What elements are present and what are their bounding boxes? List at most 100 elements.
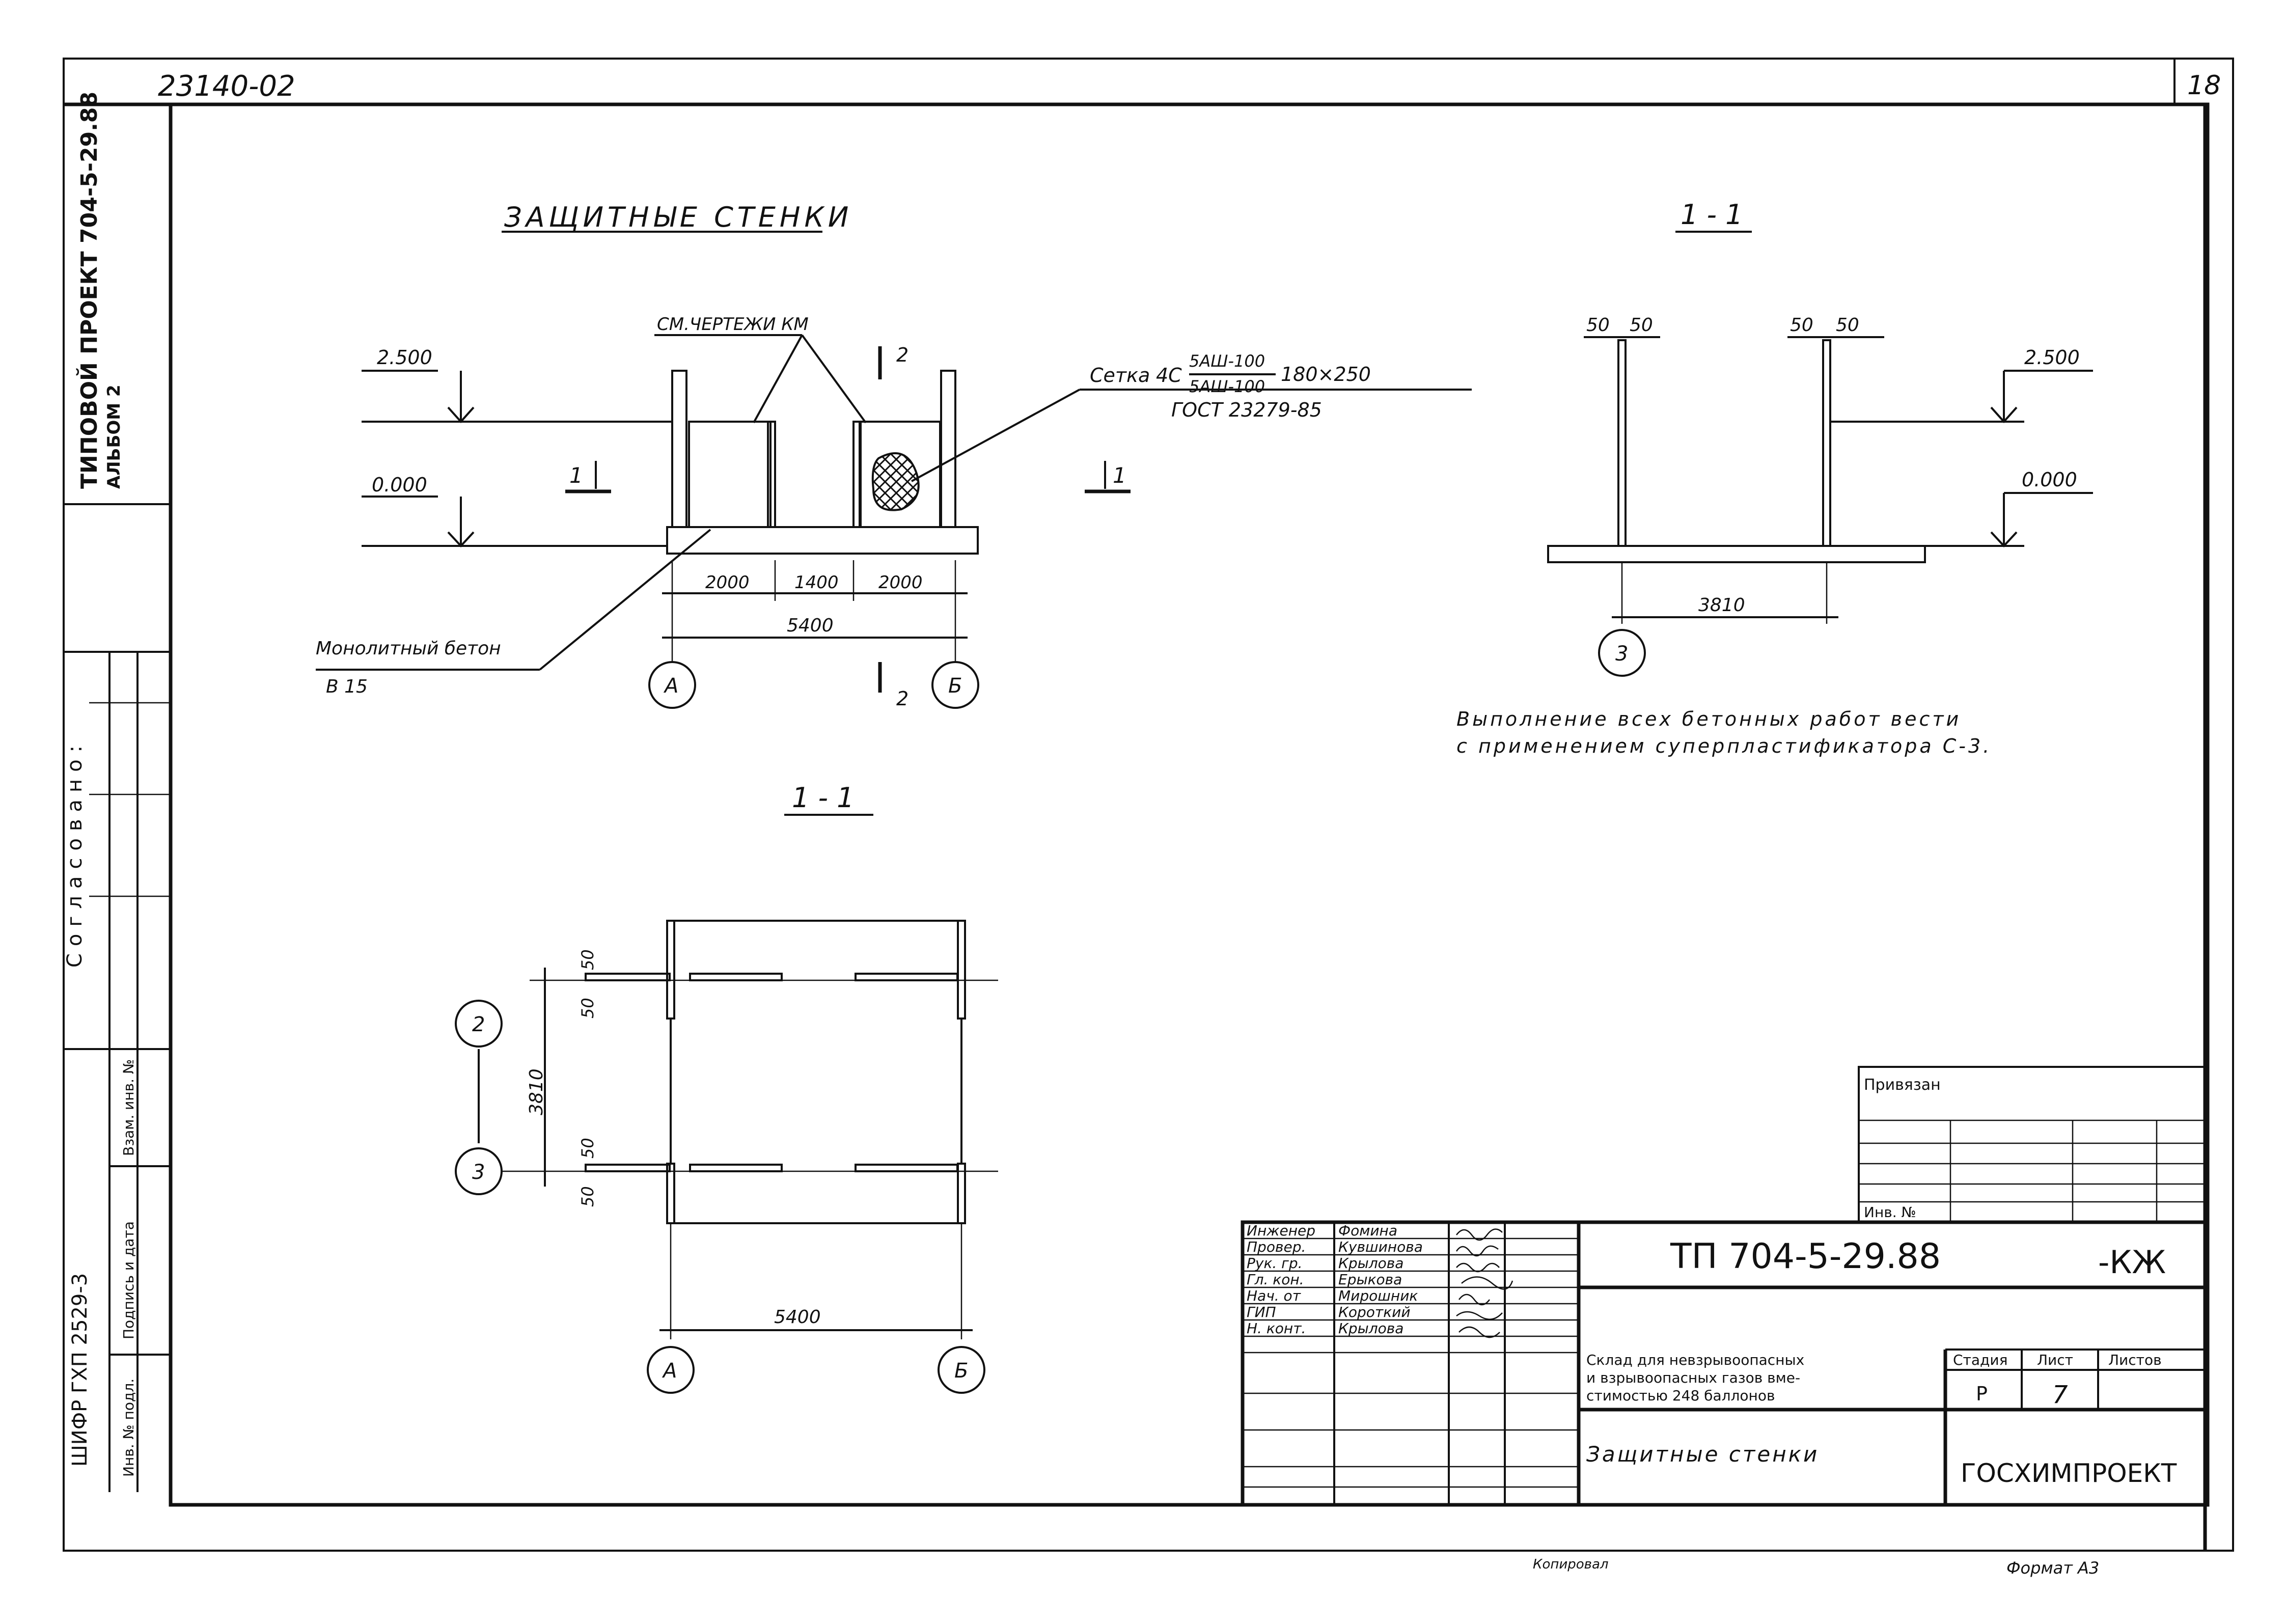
signatures [1455, 1228, 1513, 1338]
section2-bottom-label: 2 [896, 687, 909, 710]
side-project: ТИПОВОЙ ПРОЕКТ 704-5-29.88 [75, 92, 102, 489]
role-1: Инженер [1247, 1222, 1315, 1239]
sb-wall-right-upper [957, 920, 966, 1020]
dim-50-a: 50 [1586, 315, 1610, 336]
inv-no: Инв. № [1864, 1204, 1916, 1221]
name-3: Крылова [1338, 1255, 1403, 1272]
sheet-label: Лист [2037, 1352, 2073, 1368]
mesh-label: Сетка [1090, 364, 1150, 387]
ground-slab [666, 526, 979, 555]
sb-axis-2-marker [455, 1000, 503, 1048]
sb-axis-a-marker [647, 1346, 695, 1394]
sb-wall-right-lower [957, 1163, 966, 1224]
sb-panel [855, 1164, 958, 1172]
concrete-class: В 15 [326, 676, 368, 697]
sb-axis-b: Б [954, 1359, 968, 1383]
name-7: Крылова [1338, 1320, 1403, 1337]
wall-left [671, 370, 687, 528]
privyazan: Привязан [1864, 1076, 1941, 1094]
section-mark-right: 1 [1113, 463, 1126, 488]
section-right-wall-2 [1822, 339, 1831, 547]
mesh-top: 5АШ-100 [1189, 351, 1265, 371]
mesh-gost: ГОСТ 23279-85 [1171, 399, 1322, 421]
sb-dim-50-a: 50 [578, 949, 597, 970]
section-bottom: 1 - 1 50 50 50 50 3810 2 3 5400 [455, 782, 998, 1394]
km-leader-2 [801, 334, 867, 424]
name-4: Ерыкова [1338, 1271, 1402, 1288]
section-mark-left: 1 [569, 463, 583, 488]
sheets-label: Листов [2108, 1352, 2162, 1368]
outer-frame [63, 58, 2234, 1552]
sb-spacing: 3810 [526, 1068, 547, 1115]
km-leader-1 [753, 335, 803, 423]
name-5: Мирошник [1338, 1287, 1418, 1304]
sb-total-dim: 5400 [774, 1307, 821, 1328]
doc-suffix: -КЖ [2098, 1244, 2166, 1281]
sr-level-zero-arrow [1990, 531, 2018, 547]
side-cipher: ШИФР ГХП 2529-3 [68, 1273, 92, 1467]
total-dim: 5400 [787, 615, 834, 636]
sb-dim-50-b: 50 [578, 998, 597, 1019]
sheet-value: 7 [2052, 1381, 2068, 1409]
role-6: ГИП [1247, 1304, 1276, 1320]
mesh-bottom: 5АШ-100 [1189, 377, 1265, 396]
name-1: Фомина [1338, 1222, 1397, 1239]
dim-50-b: 50 [1630, 315, 1653, 336]
sr-axis-marker [1598, 629, 1646, 677]
note-line-1: Выполнение всех бетонных работ вести [1456, 708, 1961, 730]
sheet-title: Защитные стенки [1586, 1442, 1819, 1467]
axis-b-marker [931, 661, 979, 709]
role-4: Гл. кон. [1247, 1271, 1304, 1288]
axis-a: А [663, 674, 678, 698]
note-line-2: с применением суперпластификатора С-3. [1456, 735, 1992, 757]
section2-top-label: 2 [896, 344, 909, 366]
sb-dim-50-c: 50 [578, 1138, 597, 1159]
side-approved: Согласовано: [63, 738, 87, 968]
org: ГОСХИМПРОЕКТ [1961, 1458, 2177, 1488]
level-zero: 0.000 [372, 474, 427, 496]
sb-axis-2: 2 [472, 1013, 485, 1036]
sb-panel [855, 973, 958, 981]
sb-axis-b-marker [938, 1346, 985, 1394]
section-right: 1 - 1 50 50 50 50 2.500 0.000 3810 3 Вып… [1456, 199, 2093, 757]
sb-panel [689, 973, 783, 981]
mesh-hatch [871, 452, 920, 511]
role-5: Нач. от [1247, 1287, 1301, 1304]
section-bottom-title: 1 - 1 [792, 782, 855, 814]
format: Формат А3 [2006, 1558, 2099, 1578]
sr-level-top: 2.500 [2024, 346, 2080, 369]
desc-line-2: и взрывоопасных газов вме- [1586, 1369, 1800, 1386]
copied: Копировал [1533, 1557, 1609, 1572]
dim-1400: 1400 [794, 572, 839, 593]
sr-level-top-arrow [1990, 406, 2018, 424]
sb-panel [585, 1164, 671, 1172]
role-2: Провер. [1247, 1238, 1306, 1255]
dim-50-d: 50 [1836, 315, 1859, 336]
mesh-size: 180×250 [1281, 363, 1371, 386]
title-block: Привязан Инв. № Инженер Фомина Провер. [1241, 1066, 2207, 1507]
stage-label: Стадия [1953, 1352, 2007, 1368]
sb-wall-left-lower [666, 1163, 675, 1224]
role-3: Рук. гр. [1247, 1255, 1303, 1272]
dim-50-c: 50 [1790, 315, 1813, 336]
dim-2000-right: 2000 [878, 572, 923, 593]
section-right-wall-1 [1617, 339, 1627, 547]
side-col-vzam: Взам. инв. № [120, 1059, 137, 1156]
sb-axis-3: 3 [472, 1161, 485, 1184]
axis-b: Б [948, 674, 962, 698]
concrete-label: Монолитный бетон [316, 638, 501, 659]
main-stamp [1241, 1220, 2207, 1507]
page-number: 18 [2187, 70, 2221, 101]
stage-value: Р [1976, 1383, 1988, 1405]
mesh-code: 4С [1156, 364, 1182, 387]
desc-line-1: Склад для невзрывоопасных [1586, 1352, 1804, 1368]
sr-axis: 3 [1615, 642, 1628, 666]
sb-axis-a: А [662, 1359, 677, 1383]
role-7: Н. конт. [1247, 1320, 1306, 1337]
sr-level-zero: 0.000 [2022, 469, 2077, 491]
sb-panel [689, 1164, 783, 1172]
side-col-inv: Инв. № подл. [120, 1379, 137, 1477]
level-zero-arrow [447, 531, 475, 547]
km-note: СМ.ЧЕРТЕЖИ КМ [657, 314, 809, 335]
